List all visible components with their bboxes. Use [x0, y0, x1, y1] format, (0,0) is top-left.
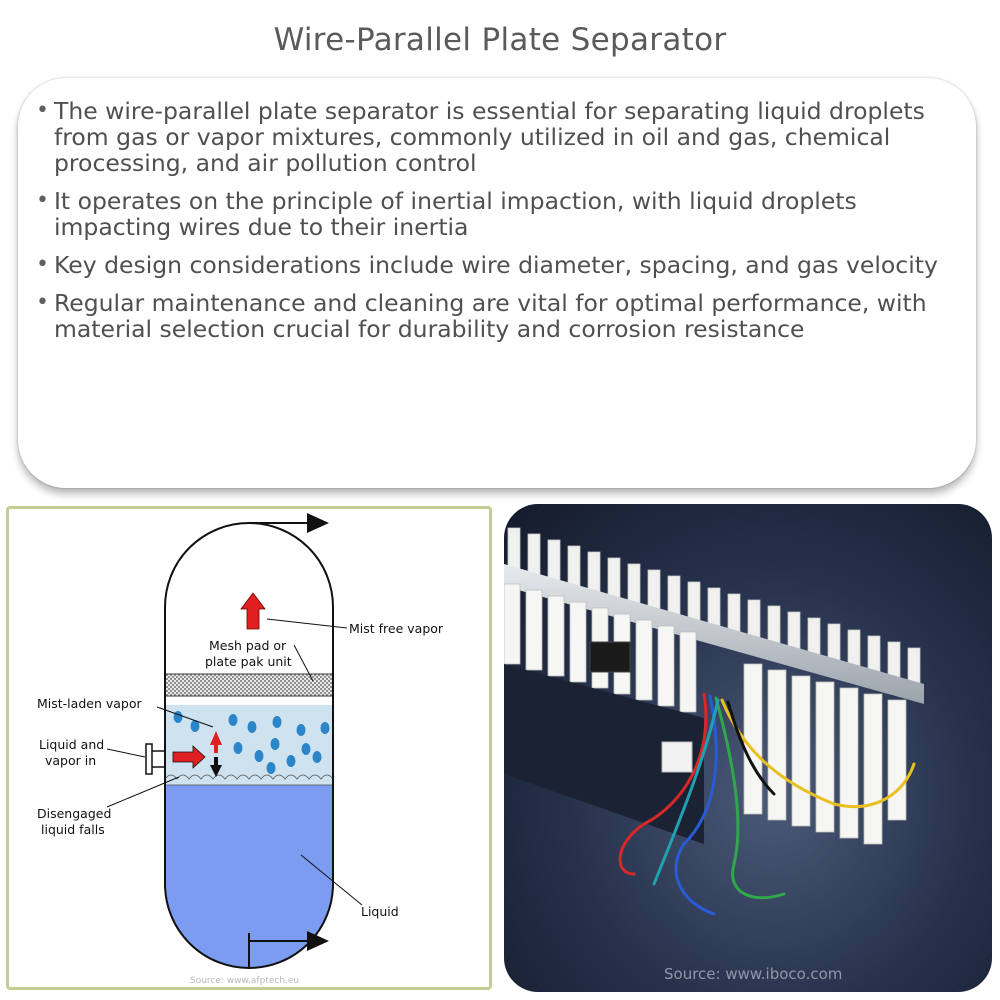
bullet-dot-icon: • [36, 188, 49, 213]
bullet-text: Regular maintenance and cleaning are vit… [54, 289, 927, 343]
bullet-list: •The wire-parallel plate separator is es… [36, 98, 956, 354]
connector-block [589, 641, 631, 673]
wire-duct-illustration [504, 527, 924, 916]
label-mist-free-vapor: Mist free vapor [349, 621, 444, 636]
photo-source: Source: www.iboco.com [664, 965, 843, 983]
bullet-text: It operates on the principle of inertial… [54, 187, 857, 241]
bullet-item: •It operates on the principle of inertia… [36, 188, 956, 240]
duct-shadow [504, 664, 704, 844]
bullet-dot-icon: • [36, 290, 49, 315]
label-mist-laden-vapor: Mist-laden vapor [37, 696, 142, 711]
summary-card [18, 78, 976, 488]
bullet-text: Key design considerations include wire d… [54, 251, 938, 279]
separator-diagram-panel: Mist free vapor Mesh pad or plate pak un… [6, 506, 492, 990]
top-outlet-arrow-icon [307, 513, 329, 533]
droplets [173, 711, 330, 774]
page-title: Wire-Parallel Plate Separator [273, 22, 727, 58]
diagram-source: Source: www.afptech.eu [190, 976, 300, 986]
bottom-outlet-pipe [248, 933, 309, 942]
inlet-arrow-icon [172, 745, 206, 769]
bullet-item: •Key design considerations include wire … [36, 252, 956, 278]
mesh-pad [165, 674, 333, 696]
bottom-outlet-arrow-icon [307, 931, 329, 951]
duct-front-fingers-right [743, 663, 907, 845]
din-rail [504, 564, 924, 704]
leader-lines [106, 618, 363, 906]
label-mesh-pad-line1: Mesh pad or [209, 638, 287, 653]
bullet-item: •The wire-parallel plate separator is es… [36, 98, 956, 176]
wire-duct-photo [504, 504, 992, 992]
label-mesh-pad-line2: plate pak unit [205, 654, 292, 669]
bullet-dot-icon: • [36, 98, 49, 123]
label-liquid: Liquid [361, 904, 399, 919]
label-liquid-in-line2: vapor in [45, 753, 96, 768]
inlet-pipe [152, 750, 165, 768]
bullet-item: •Regular maintenance and cleaning are vi… [36, 290, 956, 342]
small-up-arrow-icon [210, 731, 222, 753]
bullet-text: The wire-parallel plate separator is ess… [54, 97, 925, 177]
bullet-dot-icon: • [36, 252, 49, 277]
cable-clip [661, 741, 693, 773]
small-down-arrow-icon [210, 757, 222, 777]
liquid-surface-waves [165, 774, 333, 786]
label-liquid-in-line1: Liquid and [39, 737, 104, 752]
label-disengaged-line1: Disengaged [37, 806, 111, 821]
separator-diagram: Mist free vapor Mesh pad or plate pak un… [37, 513, 444, 969]
label-disengaged-line2: liquid falls [41, 822, 105, 837]
wires [618, 692, 916, 916]
vapor-up-arrow-icon [240, 592, 266, 630]
vessel-outline [164, 522, 334, 969]
inlet-flange [145, 743, 153, 775]
